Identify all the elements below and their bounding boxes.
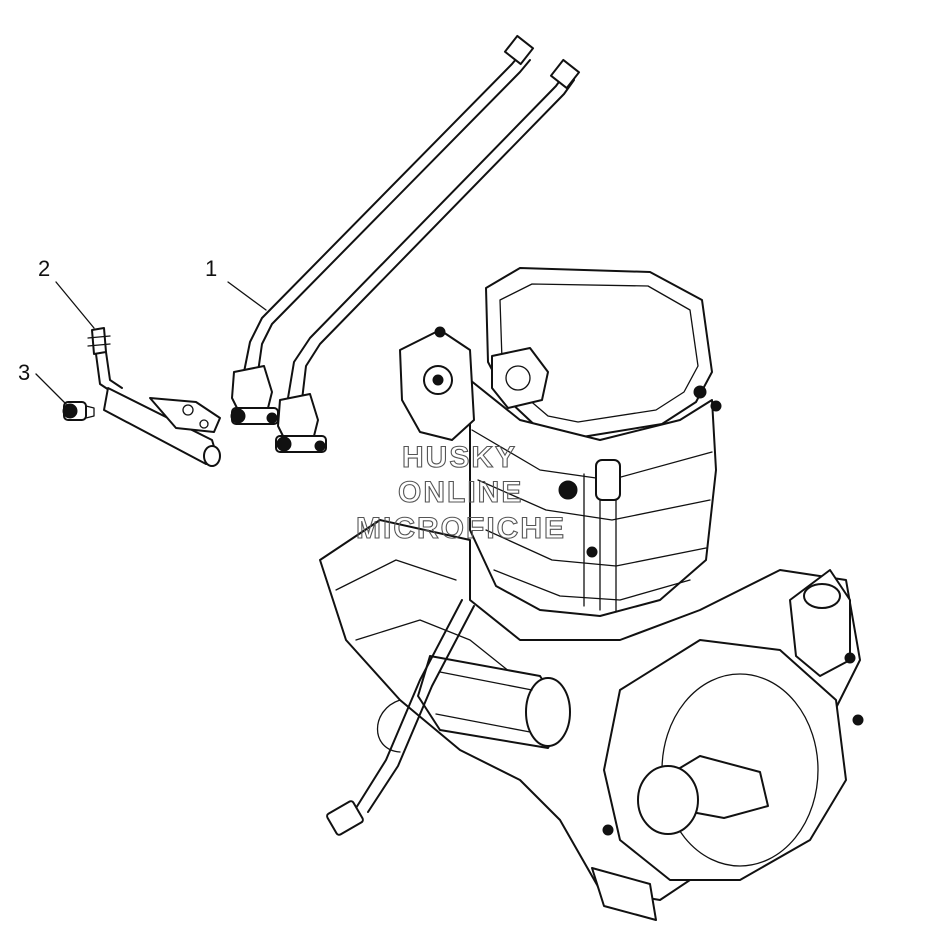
watermark-line-2: ONLINE xyxy=(398,476,523,509)
watermark-line-1: HUSKY xyxy=(402,441,517,474)
part-2-fuel-rail[interactable] xyxy=(87,327,221,467)
part-1-fuel-lines[interactable] xyxy=(230,34,581,453)
part-3-cap[interactable] xyxy=(62,401,95,421)
engine-assembly xyxy=(319,267,864,921)
watermark-line-3: MICROFICHE xyxy=(356,512,566,545)
callout-3-label: 3 xyxy=(18,360,30,385)
watermark: HUSKY ONLINE MICROFICHE xyxy=(355,440,566,545)
callout-3: 3 xyxy=(18,360,67,405)
callout-2-label: 2 xyxy=(38,256,50,281)
callout-1: 1 xyxy=(205,256,267,311)
callout-2: 2 xyxy=(38,256,95,329)
callout-1-label: 1 xyxy=(205,256,217,281)
